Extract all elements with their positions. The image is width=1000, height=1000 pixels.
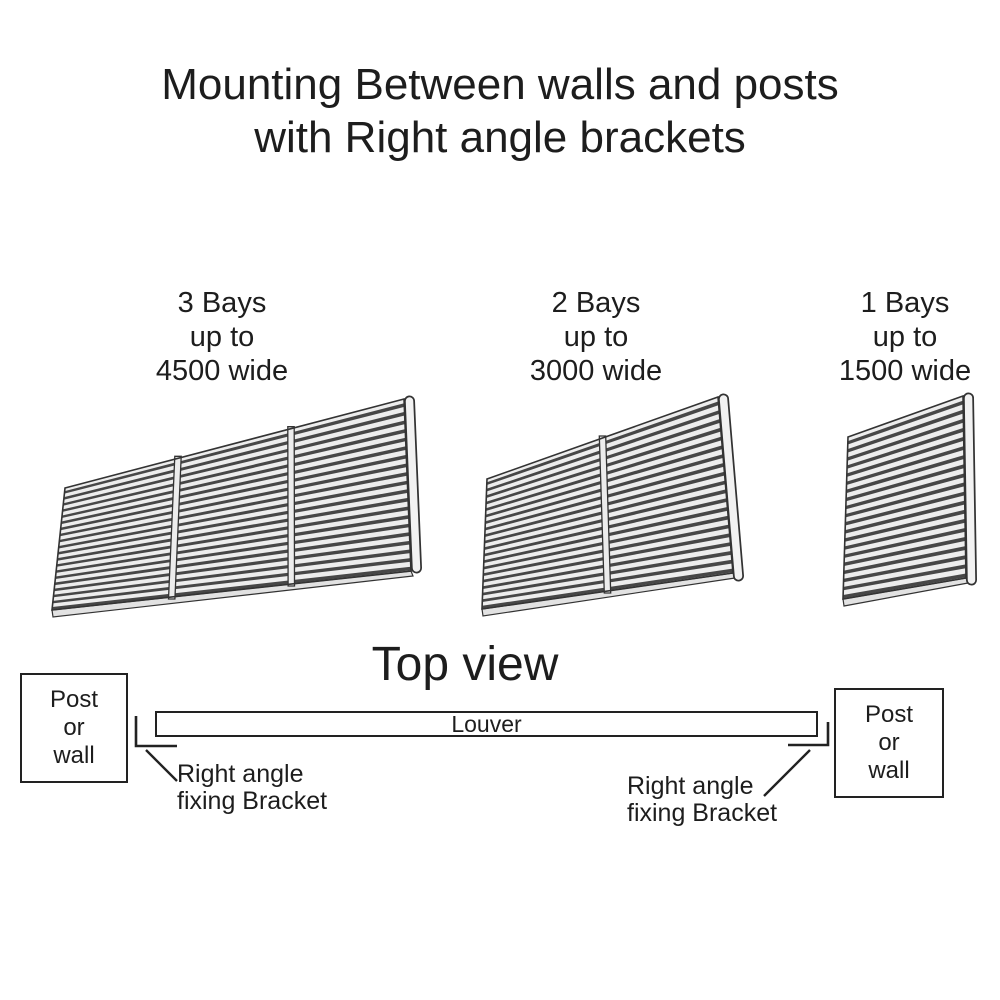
3-bay-louver-slat bbox=[64, 403, 405, 494]
1-bay-louver-slat bbox=[843, 564, 966, 591]
louver-illustrations bbox=[51, 392, 977, 618]
label-2-bays-line2: up to bbox=[563, 321, 629, 353]
diagram-title: Mounting Between walls and posts with Ri… bbox=[0, 58, 1000, 164]
right-bracket-label-line2: fixing Bracket bbox=[627, 799, 778, 827]
1-bay-louver-slat bbox=[846, 436, 964, 477]
1-bay-louver-slat bbox=[843, 555, 966, 583]
3-bay-louver-slat bbox=[61, 437, 406, 518]
1-bay-louver-side-rail-face bbox=[964, 394, 976, 584]
left-bracket-label-line2: fixing Bracket bbox=[177, 787, 328, 815]
1-bay-louver-slat bbox=[844, 509, 965, 542]
label-3-bays-line3: 4500 wide bbox=[155, 355, 289, 387]
1-bay-louver-slat bbox=[844, 518, 966, 550]
1-bay-louver-slat bbox=[847, 409, 964, 453]
1-bay-louver-slat bbox=[845, 482, 965, 518]
2-bay-louver-side-rail-face bbox=[719, 395, 743, 580]
3-bay-louver-slat bbox=[59, 463, 407, 537]
label-1-bay-line2: up to bbox=[872, 321, 938, 353]
3-bay-louver-slat bbox=[56, 515, 409, 573]
1-bay-louver-slat bbox=[845, 500, 965, 534]
1-bay-louver-slat bbox=[845, 491, 965, 526]
louver-bar-label: Louver bbox=[451, 711, 522, 737]
right-bracket-label: Right angle fixing Bracket bbox=[627, 773, 777, 827]
3-bay-louver-slat bbox=[55, 523, 410, 579]
3-bay-louver-slat bbox=[57, 497, 409, 561]
3-bay-louver-slat bbox=[52, 558, 411, 604]
right-post-label-line3: wall bbox=[868, 757, 910, 784]
right-post-label-line2: or bbox=[878, 729, 900, 756]
1-bay-louver-slat bbox=[846, 446, 964, 485]
label-2-bays-line1: 2 Bays bbox=[551, 287, 641, 319]
left-post-label-line1: Post bbox=[49, 686, 99, 713]
label-3-bays-line2: up to bbox=[189, 321, 255, 353]
3-bay-louver-mullion bbox=[287, 426, 296, 587]
3-bay-louver-slat bbox=[63, 420, 405, 506]
label-1-bay-line3: 1500 wide bbox=[838, 355, 972, 387]
left-post-label-line2: or bbox=[63, 714, 85, 741]
right-bracket-label-line1: Right angle bbox=[627, 772, 754, 800]
1-bay-louver-slat bbox=[846, 455, 964, 494]
3-bay-louver-slat bbox=[59, 472, 408, 543]
left-post-label-line3: wall bbox=[53, 742, 95, 769]
3-bay-louver-slat bbox=[62, 429, 406, 512]
3-bay-louver-slat bbox=[52, 566, 411, 610]
3-bay-louver-slat bbox=[57, 489, 408, 555]
1-bay-louver-slat bbox=[847, 427, 964, 469]
1-bay-louver-slat bbox=[843, 546, 966, 575]
1-bay-louver-slat bbox=[844, 537, 966, 566]
right-post-label-line1: Post bbox=[864, 701, 914, 728]
3-bay-louver-slat bbox=[54, 540, 410, 592]
label-3-bays: 3 Bays up to 4500 wide bbox=[82, 286, 362, 388]
right-post-or-wall-box: Post or wall bbox=[834, 688, 944, 798]
left-bracket-label: Right angle fixing Bracket bbox=[177, 761, 327, 815]
3-bay-louver-slat bbox=[53, 549, 411, 598]
1-bay-louver-slat bbox=[843, 573, 966, 599]
diagram-title-line1: Mounting Between walls and posts bbox=[161, 60, 839, 109]
1-bay-louver-slat bbox=[847, 418, 964, 461]
label-3-bays-line1: 3 Bays bbox=[177, 287, 267, 319]
louver-bar: Louver bbox=[155, 711, 818, 737]
1-bay-louver-slat bbox=[844, 528, 966, 558]
diagram-title-line2: with Right angle brackets bbox=[254, 113, 746, 162]
2-bay-louver-mullion bbox=[598, 435, 612, 594]
3-bay-louver-slat bbox=[56, 506, 409, 567]
left-post-or-wall-box: Post or wall bbox=[20, 673, 128, 783]
3-bay-louver-slat bbox=[58, 480, 408, 549]
top-view-heading: Top view bbox=[371, 638, 559, 691]
3-bay-louver-slat bbox=[63, 411, 405, 500]
1-bay-louver-slat bbox=[847, 400, 964, 445]
label-2-bays: 2 Bays up to 3000 wide bbox=[456, 286, 736, 388]
1-bay-louver-slat bbox=[845, 473, 965, 510]
3-bay-louver-slat bbox=[60, 454, 407, 531]
label-2-bays-line3: 3000 wide bbox=[529, 355, 663, 387]
3-bay-louver-outline bbox=[51, 397, 412, 611]
left-leader-line bbox=[145, 749, 178, 782]
3-bay-louver-mullion bbox=[167, 455, 182, 600]
left-bracket-label-line1: Right angle bbox=[177, 760, 304, 788]
label-1-bay-line1: 1 Bays bbox=[860, 287, 950, 319]
label-1-bay: 1 Bays up to 1500 wide bbox=[765, 286, 1000, 388]
3-bay-louver-slat bbox=[61, 446, 407, 525]
3-bay-louver-slat bbox=[54, 532, 410, 586]
3-bay-louver-side-rail-face bbox=[405, 397, 421, 572]
1-bay-louver-slat bbox=[846, 464, 965, 502]
